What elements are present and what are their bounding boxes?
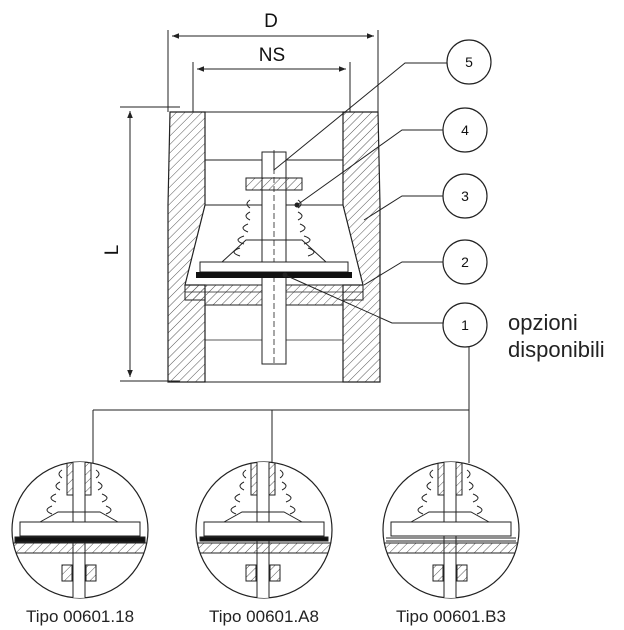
dimension-l-label: L xyxy=(102,245,123,256)
options-label-line1: opzioni xyxy=(508,310,578,335)
callout-4-label: 4 xyxy=(461,122,469,138)
callout-2-label: 2 xyxy=(461,254,469,270)
callout-3: 3 xyxy=(442,173,488,219)
callout-3-label: 3 xyxy=(461,188,469,204)
dimension-d-label: D xyxy=(264,11,278,32)
valve-body xyxy=(167,111,381,383)
variant-detail-c xyxy=(382,461,520,599)
variant-label-a: Tipo 00601.18 xyxy=(26,607,134,626)
callout-5-label: 5 xyxy=(465,54,473,70)
callout-4: 4 xyxy=(442,107,488,153)
callout-1-label: 1 xyxy=(461,317,469,333)
variant-label-c: Tipo 00601.B3 xyxy=(396,607,506,626)
valve-disc xyxy=(196,239,352,278)
variant-label-b: Tipo 00601.A8 xyxy=(209,607,319,626)
callout-2: 2 xyxy=(442,239,488,285)
callout-1: 1 xyxy=(442,302,488,348)
callout-leaders xyxy=(92,62,470,463)
variant-detail-a xyxy=(11,461,149,599)
valve-spring xyxy=(233,177,315,257)
variant-detail-b xyxy=(195,461,333,599)
callout-5: 5 xyxy=(446,39,492,85)
options-label-line2: disponibili xyxy=(508,337,605,362)
dimension-d xyxy=(167,30,379,112)
dimension-ns xyxy=(192,62,351,112)
disc-gasket xyxy=(196,272,352,278)
dimension-ns-label: NS xyxy=(259,45,285,66)
